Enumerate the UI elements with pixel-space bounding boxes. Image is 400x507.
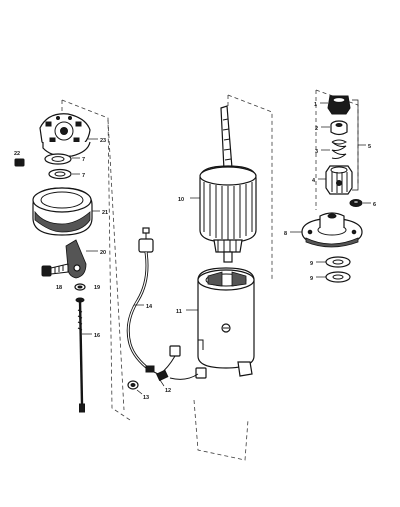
terminal-nut xyxy=(127,380,143,395)
terminal-strap xyxy=(65,239,98,279)
brush-set xyxy=(145,345,207,387)
callout-18: 18 xyxy=(56,285,62,291)
callout-1: 1 xyxy=(314,102,317,108)
callout-22: 22 xyxy=(14,151,20,157)
terminal-bolt xyxy=(41,263,69,277)
spacer-washer-1 xyxy=(316,256,351,268)
callout-3: 3 xyxy=(315,149,318,155)
callout-9a: 9 xyxy=(310,261,313,267)
callout-9b: 9 xyxy=(310,276,313,282)
callout-21: 21 xyxy=(102,210,108,216)
motor-housing xyxy=(186,267,255,377)
bracket-indicator xyxy=(352,99,366,191)
cap-nut xyxy=(320,95,351,115)
washer-upper xyxy=(44,153,80,165)
through-bolt xyxy=(75,297,92,413)
callout-20: 20 xyxy=(100,250,106,256)
brush-ring xyxy=(32,187,100,236)
callout-14: 14 xyxy=(146,304,153,310)
callout-8: 8 xyxy=(284,231,287,237)
callout-4: 4 xyxy=(312,178,316,184)
callout-6: 6 xyxy=(373,202,376,208)
field-cable xyxy=(126,227,154,372)
bolt-washer xyxy=(74,283,86,291)
callout-5: 5 xyxy=(368,144,371,150)
callout-13: 13 xyxy=(143,395,149,401)
callout-labels: 1 2 3 4 5 6 8 9 9 10 11 12 13 14 16 18 1… xyxy=(14,102,376,401)
callout-11: 11 xyxy=(176,309,182,315)
callout-23: 23 xyxy=(100,138,106,144)
end-plate-brush-holder xyxy=(39,113,98,157)
stop-collar xyxy=(321,120,348,136)
callout-12: 12 xyxy=(165,388,171,394)
drive-end-plate xyxy=(290,212,363,248)
drive-pinion xyxy=(318,165,353,195)
armature xyxy=(190,105,257,263)
callout-7a: 7 xyxy=(82,157,85,163)
callout-7b: 7 xyxy=(82,173,85,179)
washer-lower xyxy=(48,168,80,180)
pinion-nut xyxy=(349,199,371,207)
small-screw xyxy=(14,158,25,167)
callout-16: 16 xyxy=(94,333,100,339)
drive-spring xyxy=(321,139,348,159)
callout-10: 10 xyxy=(178,197,184,203)
callout-19: 19 xyxy=(94,285,100,291)
spacer-washer-2 xyxy=(316,271,351,283)
callout-2: 2 xyxy=(315,126,318,132)
